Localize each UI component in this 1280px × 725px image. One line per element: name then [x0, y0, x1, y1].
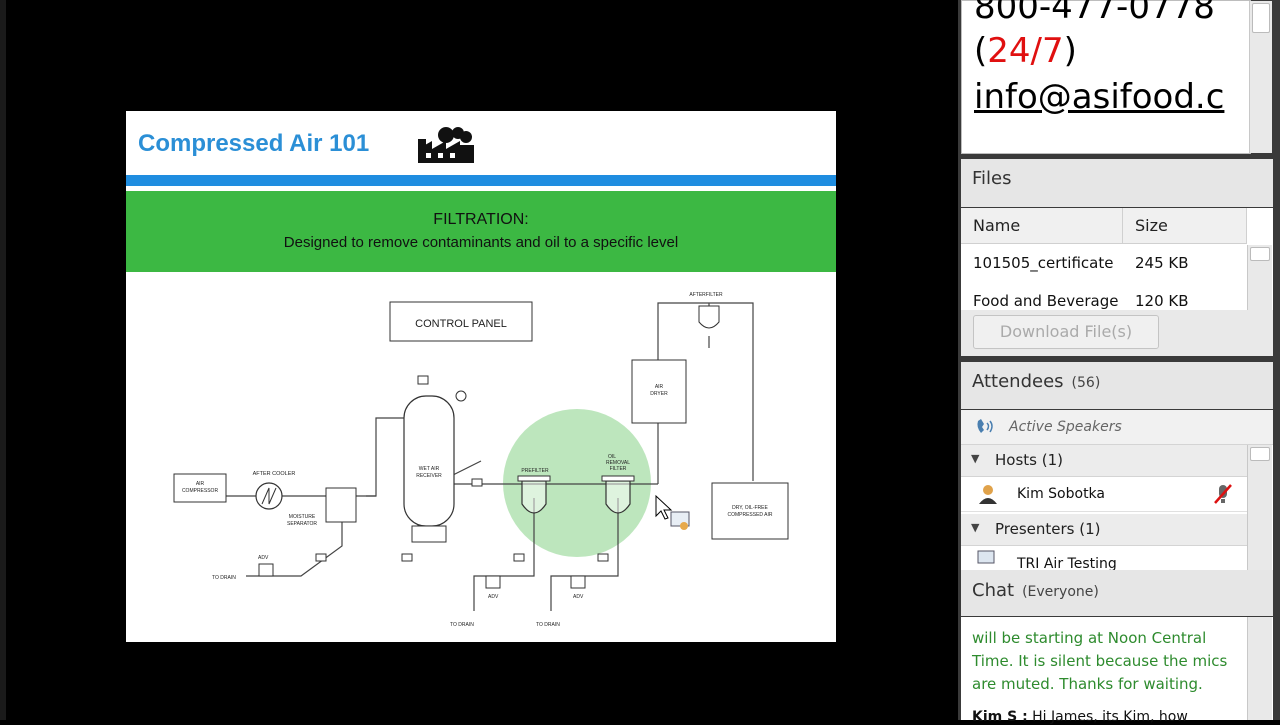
presenters-label: Presenters (1) — [995, 520, 1101, 538]
highlight-circle — [503, 409, 651, 557]
download-files-button[interactable]: Download File(s) — [973, 315, 1159, 349]
chat-pod-header: Chat (Everyone) — [961, 570, 1273, 616]
afterfilter-label: AFTERFILTER — [689, 292, 723, 298]
air-dryer-label-2: DRYER — [650, 391, 668, 397]
control-panel-label: CONTROL PANEL — [415, 318, 507, 330]
contact-pod: 800-477-0778 (24/7) info@asifood.c — [961, 0, 1272, 154]
oil-removal-label-3: FILTER — [610, 466, 627, 472]
mic-muted-icon[interactable] — [1213, 483, 1233, 505]
oil-removal-label-2: REMOVAL — [606, 460, 630, 466]
files-footer: Download File(s) — [961, 310, 1273, 356]
stage-left-edge — [0, 0, 6, 720]
contact-scrollbar[interactable] — [1249, 1, 1272, 153]
active-speakers-label: Active Speakers — [1009, 419, 1122, 435]
contact-phone: 800-477-0778 — [974, 0, 1215, 27]
speaker-phone-icon — [977, 419, 993, 433]
chat-title: Chat — [972, 580, 1015, 601]
air-dryer — [631, 359, 687, 424]
dry-oil-free-label-2: COMPRESSED AIR — [727, 512, 772, 518]
prefilter — [521, 480, 547, 514]
oil-removal-label-1: OIL — [608, 454, 616, 460]
attendees-list: Active Speakers ▼ Hosts (1) Kim Sobotka … — [961, 410, 1273, 571]
moisture-separator-label-1: MOISTURE — [289, 514, 316, 520]
host-avatar-icon — [979, 485, 997, 504]
adv-label-mid: ADV — [488, 594, 499, 600]
attendees-scrollbar[interactable] — [1247, 445, 1272, 570]
attendees-title-wrap: Attendees (56) — [972, 371, 1100, 392]
presenters-collapse-icon[interactable]: ▼ — [971, 521, 980, 534]
file-row-2-size[interactable]: 120 KB — [1135, 292, 1189, 310]
slide-green-band: FILTRATION: Designed to remove contamina… — [126, 191, 836, 272]
attendees-count: (56) — [1071, 375, 1101, 391]
presenter-icon — [977, 550, 995, 564]
attendees-title: Attendees — [972, 371, 1064, 392]
files-title: Files — [972, 168, 1012, 189]
afterfilter — [698, 305, 720, 329]
chat-sender: Kim S : — [972, 709, 1028, 725]
presentation-slide: Compressed Air 101 FILTRATION: Designed … — [126, 111, 836, 642]
file-row-1-size[interactable]: 245 KB — [1135, 254, 1189, 272]
adv-label-right: ADV — [573, 594, 584, 600]
hosts-group-row[interactable]: ▼ Hosts (1) — [961, 445, 1247, 477]
to-drain-right: TO DRAIN — [536, 622, 560, 628]
contact-scroll-thumb[interactable] — [1252, 3, 1270, 33]
to-drain-left: TO DRAIN — [212, 575, 236, 581]
slide-title: Compressed Air 101 — [138, 130, 370, 157]
filtration-diagram: CONTROL PANEL AIR COMPRESSOR — [173, 292, 789, 628]
air-compressor-label-1: AIR — [196, 481, 205, 487]
hosts-collapse-icon[interactable]: ▼ — [971, 452, 980, 465]
control-panel-box — [389, 301, 533, 342]
chat-message: will be starting at Noon Central Time. I… — [972, 629, 1228, 693]
file-row-1-name[interactable]: 101505_certificate — [973, 254, 1114, 272]
col-name-header[interactable]: Name — [961, 208, 1123, 244]
chat-title-wrap: Chat (Everyone) — [972, 580, 1099, 601]
hours-text: 24/7 — [987, 31, 1064, 71]
chat-scrollbar[interactable] — [1247, 617, 1272, 720]
presenters-group-row[interactable]: ▼ Presenters (1) — [961, 514, 1247, 546]
dry-oil-free-label-1: DRY, OIL-FREE — [732, 505, 768, 511]
air-dryer-label-1: AIR — [655, 384, 664, 390]
files-scroll-thumb[interactable] — [1250, 247, 1270, 261]
to-drain-mid: TO DRAIN — [450, 622, 474, 628]
host-row[interactable]: Kim Sobotka — [961, 477, 1247, 512]
active-speakers-row: Active Speakers — [961, 410, 1273, 445]
air-compressor-label-2: COMPRESSOR — [182, 488, 219, 494]
slide-blue-bar — [126, 175, 836, 186]
dry-oil-free-box — [711, 482, 789, 540]
presenter-row[interactable]: TRI Air Testing — [961, 546, 1247, 571]
prefilter-label: PREFILTER — [521, 468, 549, 474]
chat-text: Hi James, its Kim, how — [1027, 709, 1188, 725]
oil-removal-filter — [605, 480, 631, 514]
after-cooler-label: AFTER COOLER — [253, 471, 296, 477]
adv-label-left: ADV — [258, 555, 269, 561]
band-title: FILTRATION: — [433, 211, 529, 228]
presenter-name: TRI Air Testing — [1017, 556, 1117, 571]
band-subtitle: Designed to remove contaminants and oil … — [283, 234, 679, 251]
chat-scope: (Everyone) — [1022, 584, 1099, 600]
factory-icon — [418, 127, 474, 163]
col-size-header[interactable]: Size — [1123, 208, 1247, 244]
chat-message: Kim S : Hi James, its Kim, how — [972, 709, 1244, 725]
attendees-scroll-thumb[interactable] — [1250, 447, 1270, 461]
air-compressor — [173, 473, 227, 503]
file-row-2-name[interactable]: Food and Beverage — [973, 292, 1119, 310]
wet-air-receiver-label-2: RECEIVER — [416, 473, 442, 479]
files-table: Name Size 101505_certificate 245 KB Food… — [961, 208, 1273, 310]
wet-air-receiver — [403, 395, 455, 527]
moisture-separator-label-2: SEPARATOR — [287, 521, 317, 527]
mouse-cursor — [655, 494, 673, 520]
contact-email[interactable]: info@asifood.c — [974, 77, 1225, 117]
attendees-pod-header: Attendees (56) — [961, 362, 1273, 409]
hosts-label: Hosts (1) — [995, 451, 1063, 469]
chat-messages: will be starting at Noon Central Time. I… — [961, 617, 1273, 725]
host-name: Kim Sobotka — [1017, 486, 1105, 502]
wet-air-receiver-label-1: WET AIR — [419, 466, 440, 472]
moisture-separator — [325, 487, 357, 523]
contact-hours: (24/7) — [974, 31, 1077, 71]
files-scrollbar[interactable] — [1247, 245, 1272, 310]
files-pod-header: Files — [961, 159, 1273, 207]
